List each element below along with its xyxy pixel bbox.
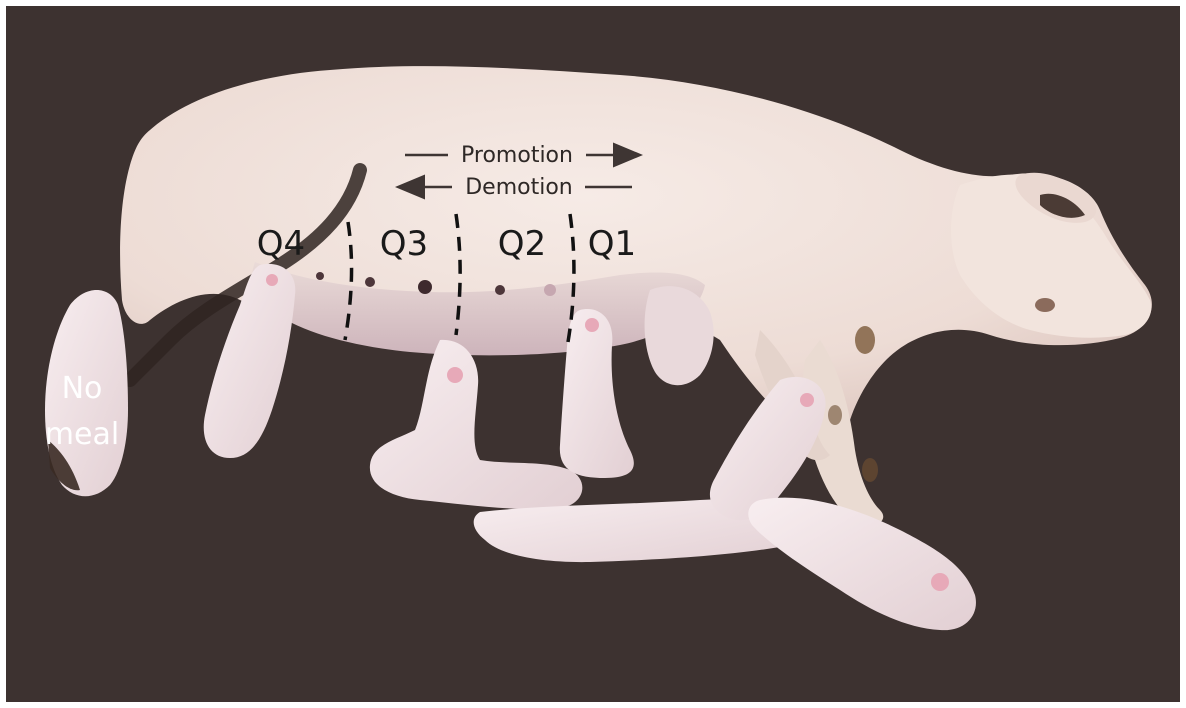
piglet-snout xyxy=(931,573,949,591)
sow-leg-marking-3 xyxy=(828,405,842,425)
demotion-label: Demotion xyxy=(465,175,573,200)
promotion-label: Promotion xyxy=(461,143,573,168)
sow-eye xyxy=(1035,298,1055,312)
label-q1: Q1 xyxy=(588,224,636,264)
label-q3: Q3 xyxy=(380,224,428,264)
piglet-snout xyxy=(266,274,278,286)
teat xyxy=(495,285,505,295)
no-meal-label-line1: No xyxy=(62,371,103,406)
no-meal-label-line2: meal xyxy=(45,417,119,452)
sow-leg-marking-1 xyxy=(855,326,875,354)
sow-leg-marking-2 xyxy=(862,458,878,482)
teat xyxy=(418,280,432,294)
label-q2: Q2 xyxy=(498,224,546,264)
piglet-snout xyxy=(585,318,599,332)
label-q4: Q4 xyxy=(257,224,305,264)
piglet-snout xyxy=(800,393,814,407)
teat xyxy=(316,272,324,280)
teat xyxy=(365,277,375,287)
teat xyxy=(544,284,556,296)
piglet-snout xyxy=(447,367,463,383)
